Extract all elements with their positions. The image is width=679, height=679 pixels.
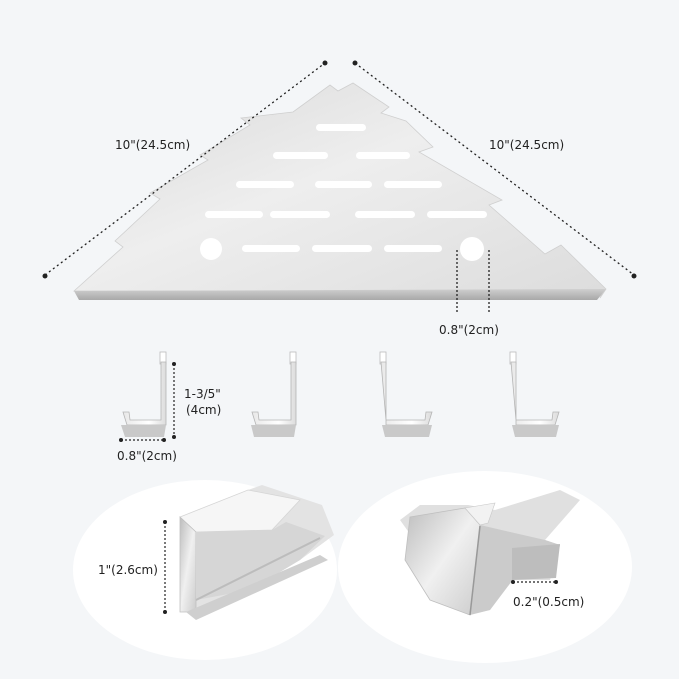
drain-slots [200,124,487,261]
bracket [509,351,560,437]
dimension-endpoints [42,60,637,279]
corner-shelf [72,82,607,300]
left-edge-dimension-line [44,62,326,276]
drain-hole [200,238,222,260]
lip-closeup [400,490,580,616]
bracket [121,351,167,437]
drain-slot [384,245,442,252]
right-edge-dimension-line [354,62,635,276]
bracket-dimension-lines [121,364,175,441]
shelf-top-surface [72,82,607,299]
bracket [379,351,433,437]
profile-closeup [179,485,334,620]
bracket-height-label-line1: 1-3/5" [184,387,221,401]
drain-slot [355,211,415,218]
hole-dimension-label: 0.8"(2cm) [439,323,499,337]
drain-slot [242,245,300,252]
right-edge-dimension-label: 10"(24.5cm) [489,138,565,152]
drain-slot [315,181,372,188]
drain-slot [356,152,410,159]
bracket-width-label: 0.8"(2cm) [117,449,177,463]
drain-slot [316,124,366,131]
drain-slot [236,181,294,188]
bracket [251,351,297,437]
lip-gap-label: 0.2"(0.5cm) [513,595,585,609]
left-edge-dimension-label: 10"(24.5cm) [115,138,191,152]
bracket-height-label-line2: (4cm) [186,403,222,417]
shelf-front-edge [74,289,606,300]
drain-slot [205,211,263,218]
drain-slot [270,211,330,218]
shelf-dimension-lines [44,62,635,314]
drain-hole [460,237,484,261]
drain-slot [273,152,328,159]
drain-slot [312,245,372,252]
drain-slot [384,181,442,188]
drain-slot [427,211,487,218]
profile-height-label: 1"(2.6cm) [98,563,158,577]
